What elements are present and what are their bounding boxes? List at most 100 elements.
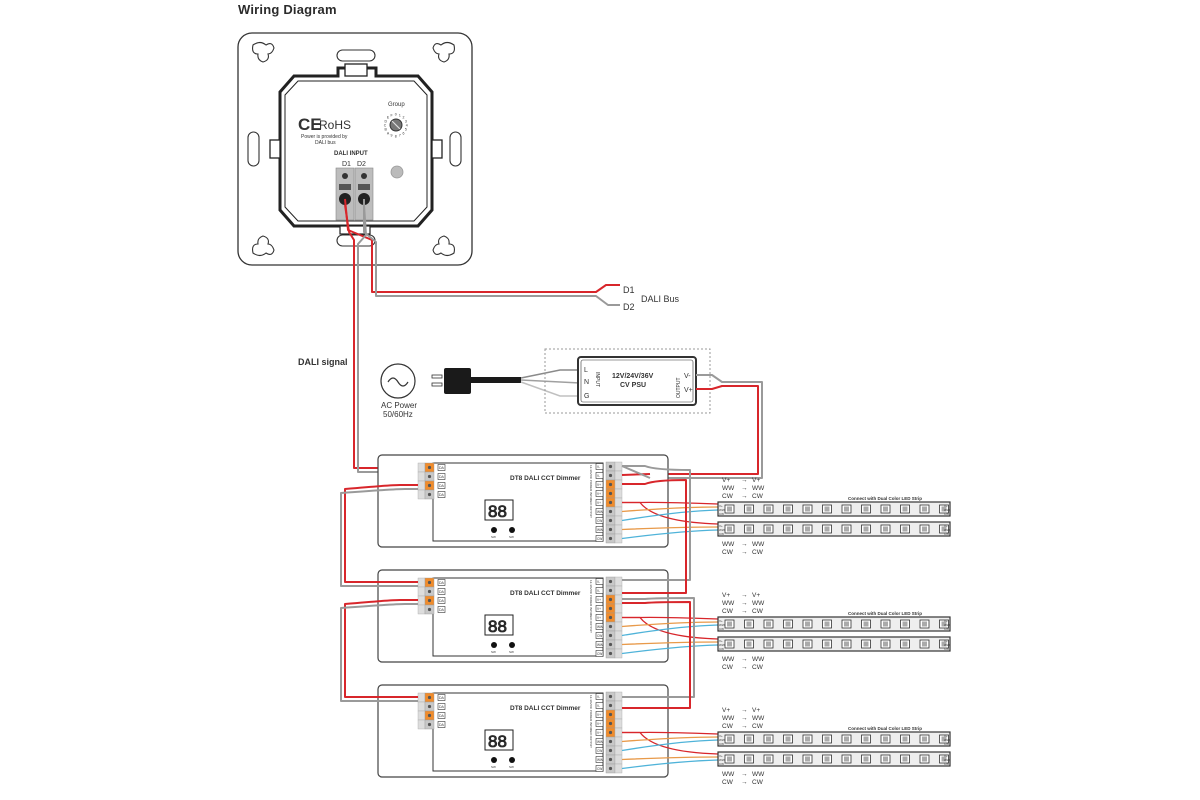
led-die	[746, 756, 752, 762]
power-chain-wire	[622, 601, 691, 709]
terminal-screw	[608, 703, 613, 708]
psu-input-label: INPUT	[594, 372, 600, 387]
arrow-icon: →	[741, 707, 748, 714]
pin-label: CW	[597, 537, 602, 541]
pin-label-box	[595, 614, 604, 621]
terminal-screw	[608, 748, 613, 753]
terminal-lever	[614, 612, 623, 623]
led-die	[844, 736, 849, 742]
terminal-lever	[614, 736, 623, 747]
pin-label: DA	[439, 608, 445, 612]
mapping-to: CW	[752, 608, 764, 615]
strip-caption: Connect with Dual Color LED Strip	[848, 611, 922, 616]
dali-chain-wire	[340, 488, 418, 587]
seven-segment-display	[484, 729, 514, 751]
pin-label: DA	[439, 466, 445, 470]
psu-output-label: OUTPUT	[676, 377, 682, 398]
dali-input-terminal-block	[335, 167, 374, 221]
button-label: SW	[509, 535, 514, 539]
terminal-screw	[427, 607, 432, 612]
strip-pad-label: WW	[719, 508, 725, 512]
strip-pad-label: WW	[944, 643, 950, 647]
led-die	[746, 641, 752, 647]
pin-label-box	[595, 650, 604, 657]
terminal-screw	[608, 651, 613, 656]
led-die	[863, 506, 869, 512]
dimmer-push-button[interactable]	[491, 527, 497, 533]
led-die	[824, 526, 830, 532]
dial-number: C	[384, 124, 387, 128]
mapping-from: CW	[722, 549, 734, 556]
strip-pad-label: CW	[719, 627, 724, 631]
mapping-from: V+	[722, 592, 730, 599]
pin-label-box	[595, 463, 604, 470]
terminal-screw	[427, 695, 432, 700]
wire-cw	[621, 759, 719, 770]
led-die	[883, 641, 888, 647]
led-die	[805, 526, 810, 532]
strip-pad-label: V+	[719, 504, 723, 508]
strip-pad-label: WW	[719, 528, 725, 532]
terminal-d1-label: D1	[342, 161, 351, 168]
psu-output-wires	[650, 374, 763, 479]
strip-pad-label: V+	[719, 639, 723, 643]
mapping-to: WW	[752, 715, 765, 722]
led-die	[941, 756, 947, 762]
arrow-icon: →	[741, 493, 748, 500]
mapping-from: V+	[722, 707, 730, 714]
dimmer-push-button[interactable]	[491, 757, 497, 763]
button-label: SW	[509, 650, 514, 654]
pin-label: DA	[439, 599, 445, 603]
terminal-screw	[427, 589, 432, 594]
mapping-to: V+	[752, 707, 760, 714]
led-die	[746, 506, 752, 512]
terminal-lever	[614, 603, 623, 614]
dial-number: 0	[395, 113, 397, 117]
led-die	[785, 621, 791, 627]
dial-number: E	[387, 116, 390, 120]
dimmer-title: DT8 DALI CCT Dimmer	[510, 590, 581, 597]
pin-label: V-	[597, 580, 600, 584]
status-led	[390, 165, 404, 179]
terminal-lever	[614, 709, 623, 720]
arrow-icon: →	[741, 600, 748, 607]
led-die	[941, 736, 947, 742]
dimmer-push-button[interactable]	[509, 642, 515, 648]
led-die	[805, 621, 810, 627]
dimmer-push-button[interactable]	[509, 527, 515, 533]
arrow-icon: →	[741, 779, 748, 786]
led-die	[805, 506, 810, 512]
terminal-screw	[427, 722, 432, 727]
dimmer-title: DT8 DALI CCT Dimmer	[510, 475, 581, 482]
led-die	[805, 736, 810, 742]
terminal-lever	[417, 604, 426, 615]
dial-number: 4	[406, 124, 408, 128]
dali-input-label: DALI INPUT	[334, 151, 368, 157]
terminal-screw	[608, 473, 613, 478]
arrow-icon: →	[741, 656, 748, 663]
led-die	[824, 506, 830, 512]
terminal-screw	[608, 464, 613, 469]
terminal-lever	[614, 630, 623, 641]
terminal-lever	[614, 533, 623, 544]
dimmer-push-button[interactable]	[491, 642, 497, 648]
mapping-from: CW	[722, 664, 734, 671]
group-label: Group	[388, 102, 405, 108]
terminal-screw	[427, 465, 432, 470]
strip-pad-label: CW	[719, 742, 724, 746]
terminal-lever	[614, 524, 623, 535]
terminal-screw	[608, 739, 613, 744]
led-die	[941, 621, 947, 627]
pin-label-box	[595, 472, 604, 479]
power-chain-wire	[622, 465, 691, 581]
led-die	[844, 526, 849, 532]
led-die	[863, 526, 869, 532]
terminal-screw	[427, 704, 432, 709]
led-die	[883, 526, 888, 532]
terminal-screw	[608, 730, 613, 735]
dimmer-push-button[interactable]	[509, 757, 515, 763]
led-die	[727, 621, 732, 627]
